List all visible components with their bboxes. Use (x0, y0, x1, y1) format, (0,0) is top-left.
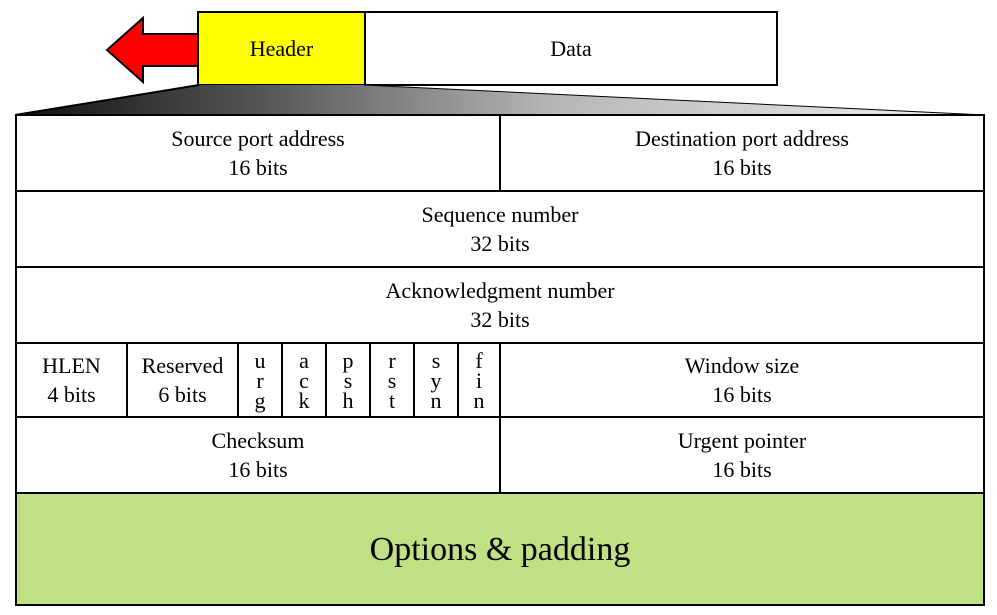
segment-data: Data (364, 11, 778, 86)
flag-rst: r s t (371, 344, 415, 418)
acknowledgment-number-size: 32 bits (470, 307, 530, 332)
urgent-pointer-name: Urgent pointer (677, 428, 807, 453)
flag-letter: s (387, 368, 397, 393)
left-arrow-icon (105, 15, 202, 85)
source-port-name: Source port address (171, 126, 345, 151)
acknowledgment-number-name: Acknowledgment number (385, 278, 615, 303)
segment-data-label: Data (550, 35, 592, 61)
flag-letter: n (430, 388, 442, 413)
segment-header-label: Header (249, 35, 314, 61)
sequence-number-name: Sequence number (421, 202, 579, 227)
flag-letter: r (388, 348, 396, 373)
flag-fin: f i n (459, 344, 501, 418)
flag-letter: y (430, 368, 442, 393)
hlen-field: HLEN 4 bits (17, 344, 128, 418)
checksum-name: Checksum (211, 428, 305, 453)
flag-letter: p (342, 348, 354, 373)
flag-letter: i (475, 368, 483, 393)
urgent-pointer-field: Urgent pointer 16 bits (501, 418, 983, 494)
destination-port-name: Destination port address (635, 126, 849, 151)
reserved-size: 6 bits (158, 382, 207, 407)
flag-letter: c (299, 368, 309, 393)
flag-letter: u (254, 348, 266, 373)
window-size-name: Window size (684, 353, 800, 378)
expansion-funnel (14, 84, 986, 116)
flag-letter: h (342, 388, 354, 413)
flag-urg: u r g (239, 344, 283, 418)
flag-ack: a c k (283, 344, 327, 418)
flag-syn: s y n (415, 344, 459, 418)
flag-letter: f (475, 348, 483, 373)
reserved-name: Reserved (141, 353, 224, 378)
source-port-field: Source port address 16 bits (17, 116, 501, 192)
checksum-size: 16 bits (228, 457, 288, 482)
flag-letter: s (343, 368, 353, 393)
options-padding-name: Options & padding (369, 530, 631, 568)
flag-letter: s (431, 348, 441, 373)
flag-psh: p s h (327, 344, 371, 418)
destination-port-size: 16 bits (712, 155, 772, 180)
flag-letter: n (473, 388, 485, 413)
hlen-size: 4 bits (47, 382, 96, 407)
flag-letter: a (299, 348, 309, 373)
flag-letter: g (254, 388, 266, 413)
flag-letter: k (298, 388, 310, 413)
sequence-number-field: Sequence number 32 bits (17, 192, 983, 268)
sequence-number-size: 32 bits (470, 231, 530, 256)
window-size-size: 16 bits (712, 382, 772, 407)
reserved-field: Reserved 6 bits (128, 344, 239, 418)
window-size-field: Window size 16 bits (501, 344, 983, 418)
options-padding-field: Options & padding (17, 494, 983, 604)
flag-letter: t (388, 388, 396, 413)
checksum-field: Checksum 16 bits (17, 418, 501, 494)
segment-header: Header (197, 11, 366, 86)
hlen-name: HLEN (42, 353, 101, 378)
acknowledgment-number-field: Acknowledgment number 32 bits (17, 268, 983, 344)
urgent-pointer-size: 16 bits (712, 457, 772, 482)
flag-letter: r (256, 368, 264, 393)
source-port-size: 16 bits (228, 155, 288, 180)
tcp-header-table: Source port address 16 bits Destination … (15, 114, 985, 606)
destination-port-field: Destination port address 16 bits (501, 116, 983, 192)
